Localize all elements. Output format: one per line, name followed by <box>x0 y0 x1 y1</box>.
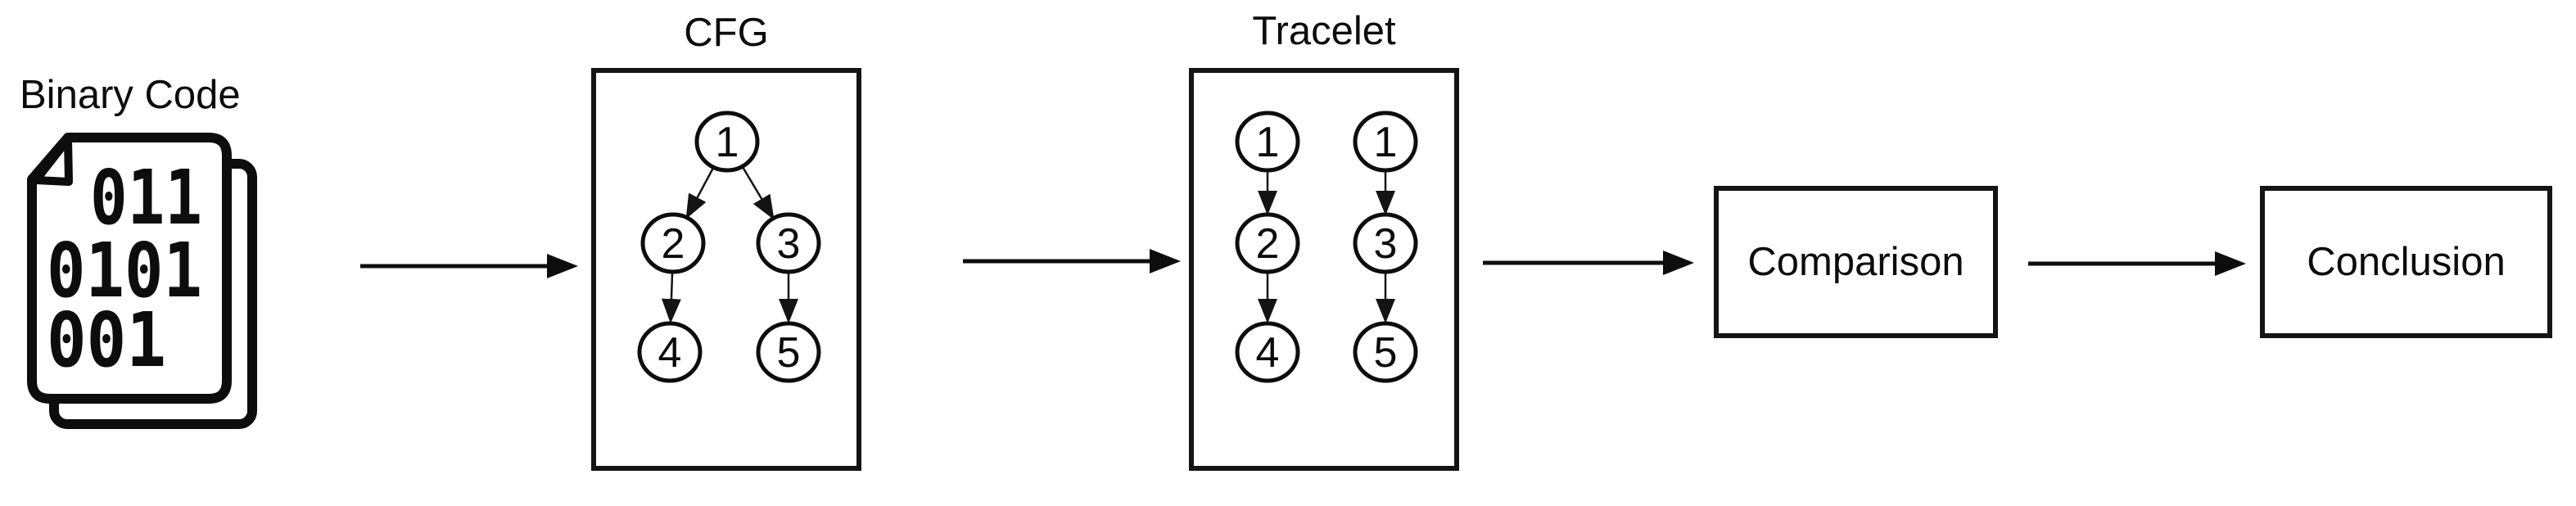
cfg-node-5-circle <box>756 321 821 383</box>
cfg-edge-1-3 <box>741 166 775 220</box>
tracelet-chain1-node-2-circle <box>1235 212 1300 274</box>
binary-digits-line-3: 001 <box>47 296 166 384</box>
cfg-node-2-circle <box>640 212 706 274</box>
cfg-box: 1 2 3 4 5 <box>591 68 861 471</box>
cfg-node-4-circle <box>637 321 703 383</box>
conclusion-label: Conclusion <box>2307 240 2506 284</box>
conclusion-box: Conclusion <box>2260 186 2552 338</box>
cfg-node-3-label: 3 <box>777 220 801 268</box>
tracelet-frame <box>1189 68 1459 471</box>
tracelet-chain2-node-1-circle <box>1353 111 1418 173</box>
tracelet-chain2-node-5-label: 5 <box>1374 329 1398 377</box>
document-fold-corner <box>32 135 73 186</box>
cfg-node-5-label: 5 <box>777 329 801 377</box>
binary-digits-line-1: 011 <box>90 154 202 242</box>
cfg-node-2-label: 2 <box>662 220 685 268</box>
cfg-edge-2-4 <box>661 273 681 323</box>
flow-arrow-comparison-to-conclusion <box>2028 251 2246 276</box>
tracelet-chain1-node-4-circle <box>1235 321 1300 383</box>
tracelet-chain1-node-1-label: 1 <box>1256 119 1280 166</box>
document-page-front <box>27 133 232 404</box>
flow-arrow-binary-to-cfg <box>360 254 578 278</box>
tracelet-chain1-node-2-label: 2 <box>1256 220 1280 268</box>
tracelet-chain2-node-1-label: 1 <box>1374 119 1398 166</box>
tracelet-title: Tracelet <box>1252 9 1396 53</box>
cfg-title: CFG <box>684 11 769 55</box>
binary-code-document-icon: 011 0101 001 <box>27 133 257 429</box>
cfg-node-1-label: 1 <box>716 119 739 166</box>
comparison-box: Comparison <box>1714 186 1998 338</box>
flow-arrow-tracelet-to-comparison <box>1483 251 1694 275</box>
tracelet-chain1-node-1-circle <box>1235 111 1300 173</box>
tracelet-chain2-node-5-circle <box>1353 321 1418 383</box>
comparison-label: Comparison <box>1747 240 1964 284</box>
cfg-node-1-circle <box>694 111 760 173</box>
cfg-node-4-label: 4 <box>658 329 682 377</box>
tracelet-chain2-node-3-circle <box>1353 212 1418 274</box>
tracelet-chain2-node-3-label: 3 <box>1374 220 1398 268</box>
tracelet-box: 1 2 4 1 3 5 <box>1189 68 1459 471</box>
binary-digits-line-2: 0101 <box>47 227 202 314</box>
cfg-edge-1-2 <box>685 167 715 219</box>
flow-arrow-cfg-to-tracelet <box>963 249 1181 273</box>
tracelet-chain1-node-4-label: 4 <box>1256 329 1280 377</box>
binary-code-label: Binary Code <box>20 73 241 117</box>
cfg-node-3-circle <box>756 212 821 274</box>
